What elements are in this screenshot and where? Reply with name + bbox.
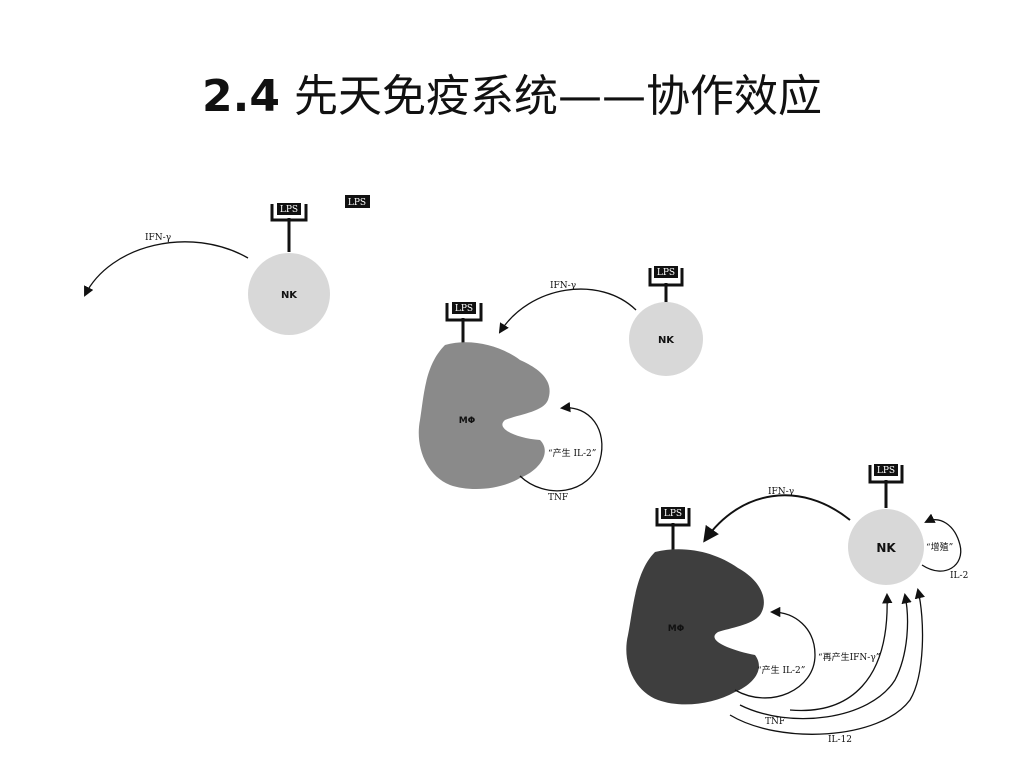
lps-receptor-nk-icon: LPS — [868, 464, 904, 508]
tnf-label: TNF — [548, 493, 568, 503]
ifn-label: IFN-γ — [145, 233, 171, 243]
il2-self-label: IL-2 — [950, 571, 968, 581]
macrophage-label: MΦ — [459, 416, 476, 426]
proliferate-label: “增殖” — [926, 541, 953, 553]
il2-loop-arrow — [519, 401, 603, 492]
tnf-arrow — [739, 592, 912, 720]
reproduce-ifn-arrow — [789, 592, 893, 712]
nk-label: NK — [876, 541, 896, 555]
stage-3: LPS MΦ LPS NK “增殖” IL-2 IFN-γ “产生 IL-2” … — [626, 464, 968, 745]
lps-label: LPS — [664, 509, 682, 519]
title-number: 2.4 — [202, 71, 280, 122]
lps-free-label: LPS — [348, 198, 366, 208]
il12-arrow — [729, 587, 925, 735]
macrophage-label: MΦ — [668, 624, 685, 634]
ifn-arrow — [498, 288, 637, 334]
lps-receptor-macrophage-icon: LPS — [655, 507, 691, 552]
il2-label: “产生 IL-2” — [548, 447, 596, 459]
nk-cell — [629, 302, 703, 376]
lps-label: LPS — [877, 466, 895, 476]
ifn-arrow — [84, 241, 249, 297]
lps-receptor-icon: LPS — [270, 203, 308, 252]
ifn-label: IFN-γ — [768, 487, 794, 497]
lps-free-icon: LPS — [345, 195, 370, 208]
il12-label: IL-12 — [828, 735, 852, 745]
reproduce-ifn-label: “再产生IFN-γ” — [818, 651, 880, 663]
lps-receptor-macrophage-icon: LPS — [445, 302, 483, 345]
nk-cell — [848, 509, 924, 585]
macrophage-cell — [626, 549, 764, 705]
title-text: 先天免疫系统——协作效应 — [293, 71, 822, 122]
ifn-arrow — [703, 494, 851, 543]
lps-receptor-nk-icon: LPS — [648, 266, 684, 305]
nk-cell — [248, 253, 330, 335]
il2-label: “产生 IL-2” — [757, 664, 805, 676]
slide-title: 2.4 先天免疫系统——协作效应 — [0, 60, 1024, 124]
ifn-label: IFN-γ — [550, 281, 576, 291]
stage-1: LPS LPS NK IFN-γ — [84, 195, 370, 335]
proliferate-loop-arrow — [921, 513, 962, 572]
il2-loop-arrow — [734, 606, 816, 699]
tnf-label: TNF — [765, 717, 785, 727]
lps-label: LPS — [455, 304, 473, 314]
nk-label: NK — [658, 335, 675, 346]
stage-2: LPS MΦ LPS NK IFN-γ “产生 IL-2” TNF — [418, 266, 703, 503]
nk-label: NK — [281, 290, 298, 301]
lps-label: LPS — [280, 205, 298, 215]
lps-label: LPS — [657, 268, 675, 278]
macrophage-cell — [418, 342, 550, 490]
